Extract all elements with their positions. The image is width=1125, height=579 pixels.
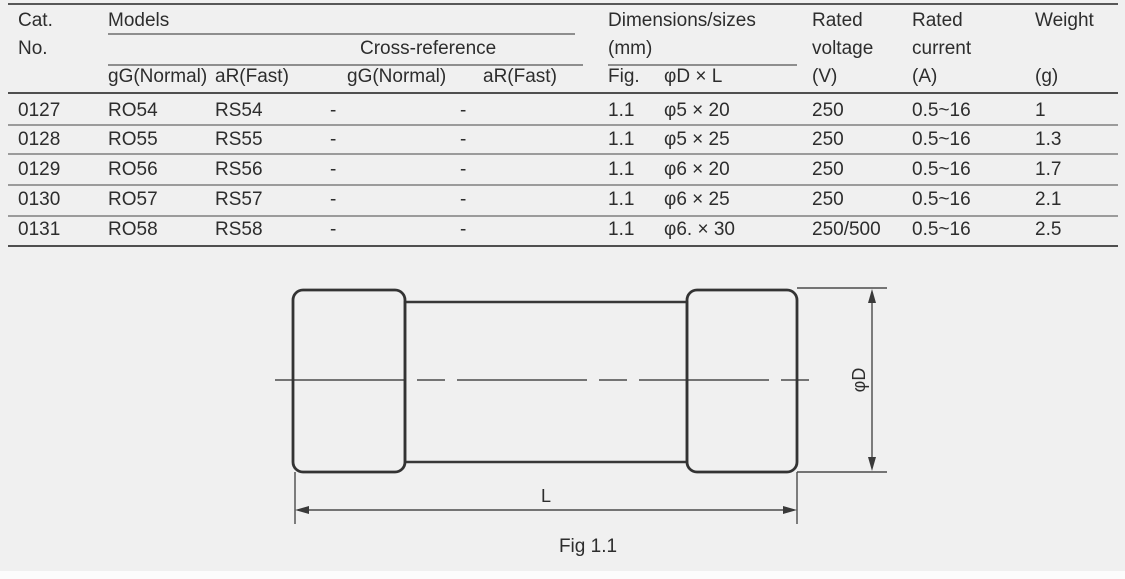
table-top-border [8, 3, 1118, 5]
fuse-body [403, 300, 689, 464]
header-cross-reference: Cross-reference [360, 38, 497, 59]
arrowhead-left [295, 506, 309, 514]
cell-cross-ar: - [460, 219, 467, 240]
row-separator [8, 184, 1118, 186]
subheader-models-gg: gG(Normal) [108, 66, 208, 87]
cell-current: 0.5~16 [912, 100, 971, 121]
cell-model-gg: RO55 [108, 129, 158, 150]
subheader-fig: Fig. [608, 66, 640, 87]
subheader-models-ar: aR(Fast) [215, 66, 289, 87]
subheader-voltage-unit: (V) [812, 66, 838, 87]
cell-weight: 2.5 [1035, 219, 1062, 240]
header-current: current [912, 38, 972, 59]
dimensions-underline [608, 64, 797, 66]
header-dimensions-unit: (mm) [608, 38, 653, 59]
cell-voltage: 250 [812, 100, 844, 121]
cell-weight: 1.7 [1035, 159, 1062, 180]
cell-voltage: 250/500 [812, 219, 881, 240]
cell-model-gg: RO58 [108, 219, 158, 240]
fuse-left-cap [291, 288, 407, 474]
cell-voltage: 250 [812, 189, 844, 210]
cell-d-x-l: φ6 × 20 [664, 159, 730, 180]
arrowhead-up [868, 289, 876, 303]
cell-cross-gg: - [330, 189, 337, 210]
cross-reference-underline [108, 64, 583, 66]
bottom-margin [0, 571, 1125, 579]
cell-model-ar: RS56 [215, 159, 263, 180]
figure-caption: Fig 1.1 [558, 536, 618, 557]
cell-cat-no: 0131 [18, 219, 61, 240]
cell-model-gg: RO57 [108, 189, 158, 210]
cell-cat-no: 0128 [18, 129, 61, 150]
arrowhead-down [868, 457, 876, 471]
cell-model-ar: RS55 [215, 129, 263, 150]
cell-cat-no: 0130 [18, 189, 61, 210]
cell-weight: 1 [1035, 100, 1046, 121]
fuse-diagram-svg: φD L [275, 287, 887, 524]
subheader-cross-ar: aR(Fast) [483, 66, 557, 87]
subheader-d-x-l: φD × L [664, 66, 723, 87]
arrowhead-right [783, 506, 797, 514]
cell-cross-gg: - [330, 100, 337, 121]
row-separator [8, 215, 1118, 217]
dimension-label-l: L [541, 486, 551, 506]
cell-cat-no: 0127 [18, 100, 61, 121]
header-rated-current: Rated [912, 10, 963, 31]
cell-d-x-l: φ6. × 30 [664, 219, 735, 240]
cell-current: 0.5~16 [912, 219, 971, 240]
header-cat: Cat. [18, 10, 53, 31]
cell-cat-no: 0129 [18, 159, 61, 180]
models-group-underline [108, 33, 575, 35]
cell-cross-gg: - [330, 159, 337, 180]
cell-weight: 2.1 [1035, 189, 1062, 210]
cell-cross-gg: - [330, 219, 337, 240]
header-rated-voltage: Rated [812, 10, 863, 31]
cell-weight: 1.3 [1035, 129, 1062, 150]
cell-voltage: 250 [812, 129, 844, 150]
row-separator [8, 124, 1118, 126]
cell-model-gg: RO54 [108, 100, 158, 121]
cell-model-ar: RS57 [215, 189, 263, 210]
subheader-current-unit: (A) [912, 66, 938, 87]
cell-fig: 1.1 [608, 159, 635, 180]
header-dimensions: Dimensions/sizes [608, 10, 756, 31]
cell-current: 0.5~16 [912, 159, 971, 180]
fuse-right-cap [685, 288, 799, 474]
row-separator [8, 153, 1118, 155]
cell-cross-ar: - [460, 189, 467, 210]
cell-d-x-l: φ5 × 25 [664, 129, 730, 150]
fuse-diagram: φD L [258, 282, 918, 572]
cell-model-ar: RS54 [215, 100, 263, 121]
header-weight: Weight [1035, 10, 1094, 31]
cell-cross-ar: - [460, 159, 467, 180]
header-voltage: voltage [812, 38, 874, 59]
cell-fig: 1.1 [608, 189, 635, 210]
cell-fig: 1.1 [608, 100, 635, 121]
table-bottom-border [8, 245, 1118, 247]
cell-fig: 1.1 [608, 219, 635, 240]
header-models: Models [108, 10, 170, 31]
header-no: No. [18, 38, 48, 59]
cell-model-ar: RS58 [215, 219, 263, 240]
cell-voltage: 250 [812, 159, 844, 180]
cell-cross-gg: - [330, 129, 337, 150]
cell-model-gg: RO56 [108, 159, 158, 180]
cell-d-x-l: φ6 × 25 [664, 189, 730, 210]
cell-fig: 1.1 [608, 129, 635, 150]
subheader-cross-gg: gG(Normal) [347, 66, 447, 87]
header-rule [8, 92, 1118, 94]
cell-d-x-l: φ5 × 20 [664, 100, 730, 121]
dimension-label-phi-d: φD [849, 368, 869, 393]
cell-cross-ar: - [460, 100, 467, 121]
cell-current: 0.5~16 [912, 129, 971, 150]
cell-current: 0.5~16 [912, 189, 971, 210]
subheader-weight-unit: (g) [1035, 66, 1059, 87]
cell-cross-ar: - [460, 129, 467, 150]
